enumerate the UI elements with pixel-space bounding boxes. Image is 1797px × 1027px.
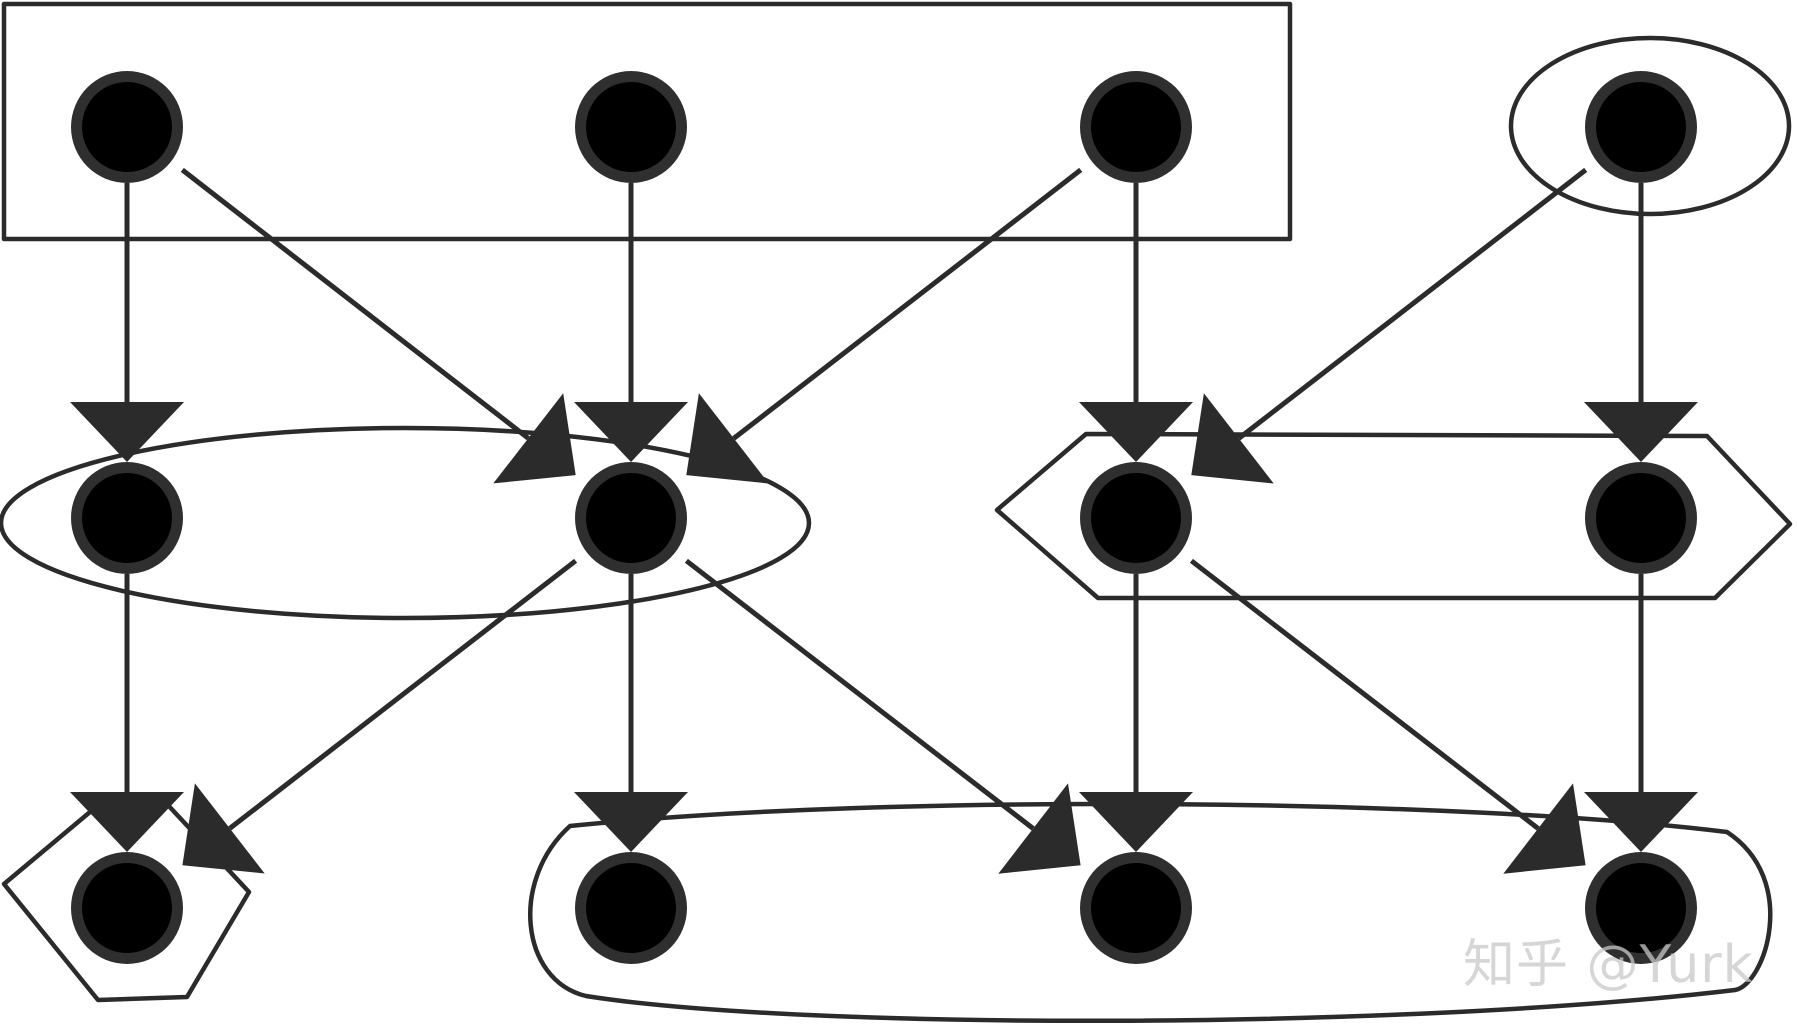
edge-r2c3-to-r3c4 bbox=[1189, 558, 1540, 831]
arrowhead-r2c3-to-r3c4 bbox=[1503, 783, 1586, 874]
node-r1c4 bbox=[1585, 71, 1697, 183]
arrowhead-r1c3-to-r2c2 bbox=[686, 393, 769, 484]
arrowhead-r1c4-to-r2c4 bbox=[1584, 402, 1698, 462]
arrowhead-r1c1-to-r2c2 bbox=[493, 393, 576, 484]
node-core bbox=[1596, 82, 1686, 172]
edge-r1c3-to-r2c2 bbox=[732, 167, 1083, 441]
arrowhead-r1c1-to-r2c1 bbox=[70, 402, 184, 462]
arrowhead-r1c4-to-r2c3 bbox=[1191, 393, 1274, 484]
node-r1c1 bbox=[71, 71, 183, 183]
node-core bbox=[1091, 473, 1181, 563]
node-core bbox=[586, 863, 676, 953]
edge-r1c1-to-r2c2 bbox=[180, 167, 530, 441]
node-r2c1 bbox=[71, 462, 183, 574]
group-small-ellipse bbox=[1508, 35, 1792, 217]
node-core bbox=[1596, 473, 1686, 563]
node-r2c2 bbox=[575, 462, 687, 574]
watermark-text: 知乎 @Yurk bbox=[1463, 935, 1754, 995]
arrowhead-r1c3-to-r2c3 bbox=[1079, 402, 1193, 462]
arrowhead-r2c1-to-r3c1 bbox=[70, 792, 184, 852]
group-hexagon bbox=[994, 431, 1793, 601]
node-r2c4 bbox=[1585, 462, 1697, 574]
node-core bbox=[586, 82, 676, 172]
node-r3c2 bbox=[575, 852, 687, 964]
edges-layer bbox=[70, 167, 1698, 874]
node-r2c3 bbox=[1080, 462, 1192, 574]
arrowhead-r2c3-to-r3c3 bbox=[1079, 792, 1193, 852]
node-core bbox=[1091, 863, 1181, 953]
edge-r1c4-to-r2c3 bbox=[1237, 167, 1588, 441]
arrowhead-r2c2-to-r3c2 bbox=[574, 792, 688, 852]
arrowhead-r2c2-to-r3c1 bbox=[182, 783, 265, 874]
arrowhead-r1c2-to-r2c2 bbox=[574, 402, 688, 462]
group-rectangle bbox=[1, 1, 1293, 242]
node-core bbox=[82, 473, 172, 563]
group-wide-ellipse bbox=[0, 425, 812, 621]
nodes-layer bbox=[71, 71, 1697, 964]
node-r3c1 bbox=[71, 852, 183, 964]
node-r1c2 bbox=[575, 71, 687, 183]
arrowhead-r2c4-to-r3c4 bbox=[1584, 792, 1698, 852]
node-r3c4 bbox=[1585, 852, 1697, 964]
node-core bbox=[82, 863, 172, 953]
node-core bbox=[1596, 863, 1686, 953]
node-core bbox=[1091, 82, 1181, 172]
edge-r2c2-to-r3c3 bbox=[684, 558, 1035, 831]
node-core bbox=[586, 473, 676, 563]
node-r3c3 bbox=[1080, 852, 1192, 964]
arrowhead-r2c2-to-r3c3 bbox=[998, 783, 1081, 874]
edge-r2c2-to-r3c1 bbox=[228, 558, 578, 831]
node-r1c3 bbox=[1080, 71, 1192, 183]
node-core bbox=[82, 82, 172, 172]
